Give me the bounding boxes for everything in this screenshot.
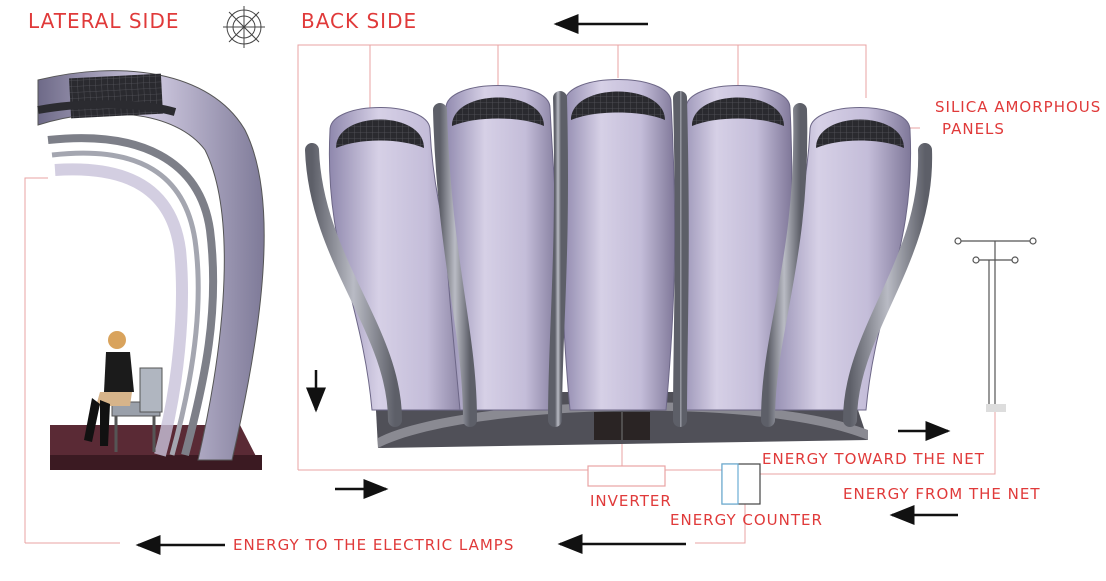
support-rib bbox=[843, 143, 933, 427]
arrow-icon bbox=[135, 14, 958, 555]
compass-icon bbox=[223, 6, 265, 48]
support-rib bbox=[305, 143, 402, 427]
back-side-label: BACK SIDE bbox=[301, 9, 418, 33]
wiring bbox=[24, 44, 996, 544]
support-rib bbox=[433, 103, 477, 427]
inverter-label: INVERTER bbox=[590, 492, 672, 510]
solar-panel bbox=[816, 119, 904, 148]
energy-counter-label: ENERGY COUNTER bbox=[670, 511, 823, 529]
energy-to-lamps-label: ENERGY TO THE ELECTRIC LAMPS bbox=[233, 536, 515, 554]
seated-person bbox=[84, 331, 134, 446]
silica-label-line1: SILICA AMORPHOUS bbox=[935, 98, 1102, 116]
support-rib bbox=[548, 91, 569, 427]
lateral-shelter bbox=[37, 70, 265, 470]
support-rib bbox=[761, 103, 808, 427]
lateral-side-label: LATERAL SIDE bbox=[28, 9, 180, 33]
utility-pole-icon bbox=[954, 237, 1037, 412]
energy-counter-box bbox=[721, 463, 761, 505]
solar-panel bbox=[692, 97, 784, 126]
inverter-box bbox=[587, 465, 666, 487]
back-shelter bbox=[305, 79, 933, 448]
solar-panel bbox=[571, 91, 665, 120]
energy-toward-net-label: ENERGY TOWARD THE NET bbox=[762, 450, 985, 468]
solar-panel bbox=[336, 119, 424, 148]
support-rib bbox=[673, 91, 689, 427]
silica-label-line2: PANELS bbox=[942, 120, 1005, 138]
shell-pod bbox=[560, 79, 676, 411]
energy-from-net-label: ENERGY FROM THE NET bbox=[843, 485, 1041, 503]
solar-panel bbox=[452, 97, 544, 126]
